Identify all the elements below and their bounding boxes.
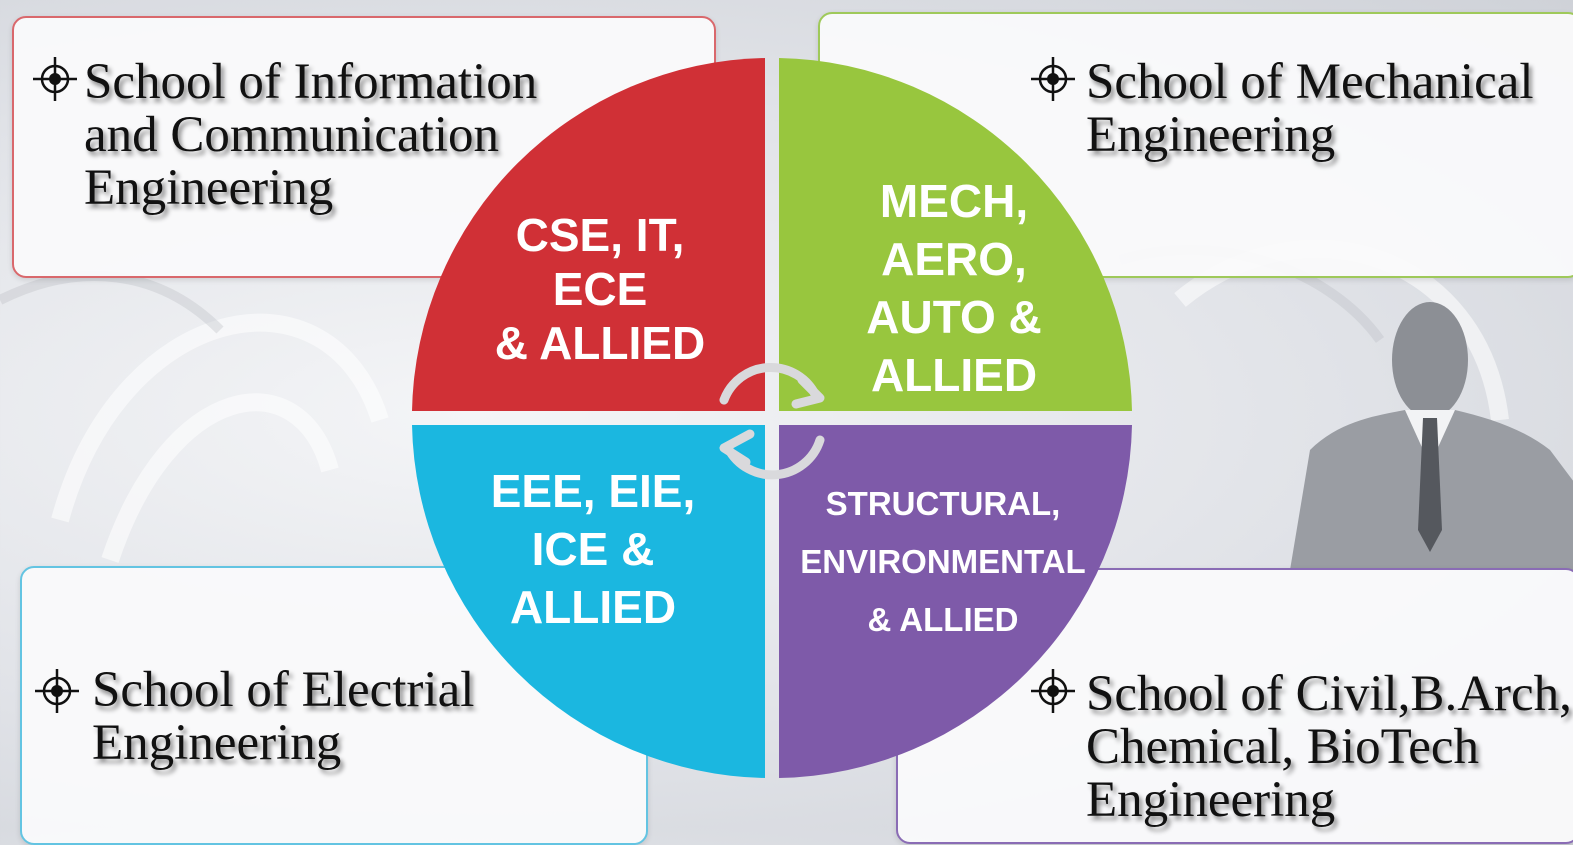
crosshair-target-icon: [1031, 669, 1075, 713]
crosshair-target-icon: [1031, 57, 1075, 101]
circular-arrows-icon: [719, 363, 825, 480]
crosshair-target-icon: [33, 57, 77, 101]
quadrant-green: [779, 58, 1132, 411]
quadrant-label-eee: EEE, EIE, ICE & ALLIED: [490, 465, 696, 633]
businessman-silhouette: [1290, 302, 1573, 570]
quadrant-purple: [779, 425, 1132, 778]
department-wheel: [412, 58, 1132, 778]
quadrant-red: [412, 58, 765, 411]
school-title-mechanical: School of Mechanical Engineering: [1086, 54, 1534, 163]
quadrant-label-mech: MECH, AERO, AUTO & ALLIED: [866, 175, 1042, 401]
quadrant-label-structural: STRUCTURAL, ENVIRONMENTAL & ALLIED: [800, 485, 1086, 638]
school-title-civil: School of Civil,B.Arch, Chemical, BioTec…: [1086, 666, 1572, 828]
school-title-information-communication: School of Information and Communication …: [84, 54, 538, 216]
quadrant-blue: [412, 425, 765, 778]
quadrant-label-cse: CSE, IT, ECE & ALLIED: [494, 209, 706, 369]
school-title-electrical: School of Electrial Engineering: [92, 662, 475, 771]
crosshair-target-icon: [35, 669, 79, 713]
